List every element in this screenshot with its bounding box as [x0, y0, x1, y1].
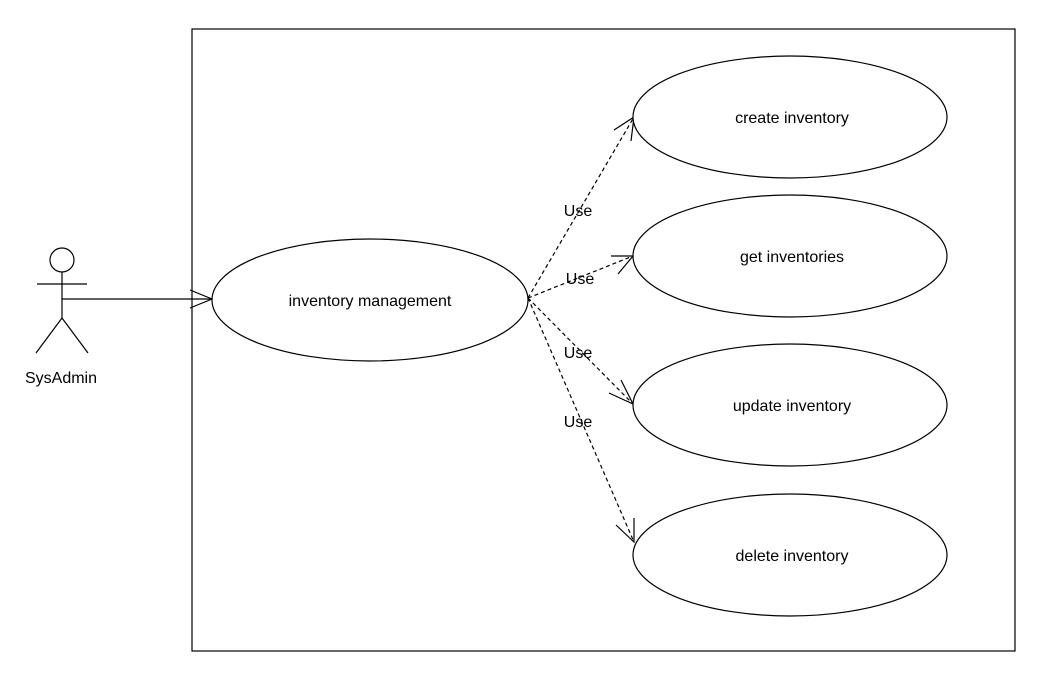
use-case-label: update inventory [733, 398, 851, 415]
association-arrow [62, 289, 214, 309]
actor-sysadmin[interactable] [35, 247, 89, 354]
use-case-update-inventory[interactable]: update inventory [632, 343, 948, 467]
use-case-label: delete inventory [736, 548, 849, 565]
use-case-label: create inventory [735, 110, 849, 127]
actor-name: SysAdmin [25, 370, 97, 387]
use-case-label: get inventories [740, 249, 844, 266]
system-boundary [191, 28, 1016, 652]
use-label-create: Use [564, 203, 593, 220]
use-label-update: Use [564, 345, 593, 362]
use-case-inventory-management[interactable]: inventory management [211, 238, 529, 362]
use-label-delete: Use [564, 414, 593, 431]
use-case-delete-inventory[interactable]: delete inventory [632, 493, 948, 617]
use-dependency-delete [527, 297, 635, 544]
use-case-label: inventory management [289, 293, 452, 310]
actor-head [49, 247, 75, 273]
use-case-get-inventories[interactable]: get inventories [632, 194, 948, 318]
actor-right-leg [61, 317, 89, 354]
use-case-create-inventory[interactable]: create inventory [632, 55, 948, 179]
use-label-get: Use [566, 271, 595, 288]
actor-left-leg [35, 317, 63, 354]
